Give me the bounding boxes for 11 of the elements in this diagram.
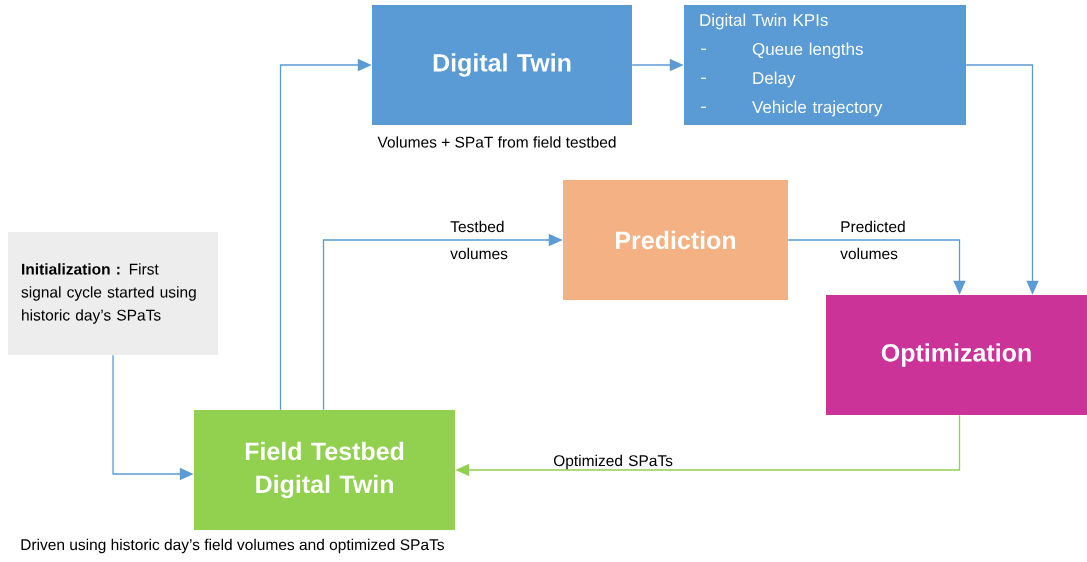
caption-text: Driven using historic day’s field volumes and optimized SPaTs xyxy=(21,538,444,554)
kpi-box: Digital Twin KPIs Queue lengths Delay Vehicle trajectory xyxy=(684,5,966,125)
process-box: Digital Twin xyxy=(372,5,632,125)
edge-label: Optimized SPaTs xyxy=(553,454,673,470)
edge-label: Testbed volumes xyxy=(450,220,508,260)
process-box: Prediction xyxy=(563,180,788,300)
caption-text: Volumes + SPaT from field testbed xyxy=(377,136,616,148)
edge-label: Predicted volumes xyxy=(840,220,905,260)
process-box: Field Testbed Digital Twin xyxy=(194,410,455,530)
note-box: Initialization : First signal cycle started using historic day’s SPaTs xyxy=(8,232,218,355)
process-box: Optimization xyxy=(826,295,1087,415)
